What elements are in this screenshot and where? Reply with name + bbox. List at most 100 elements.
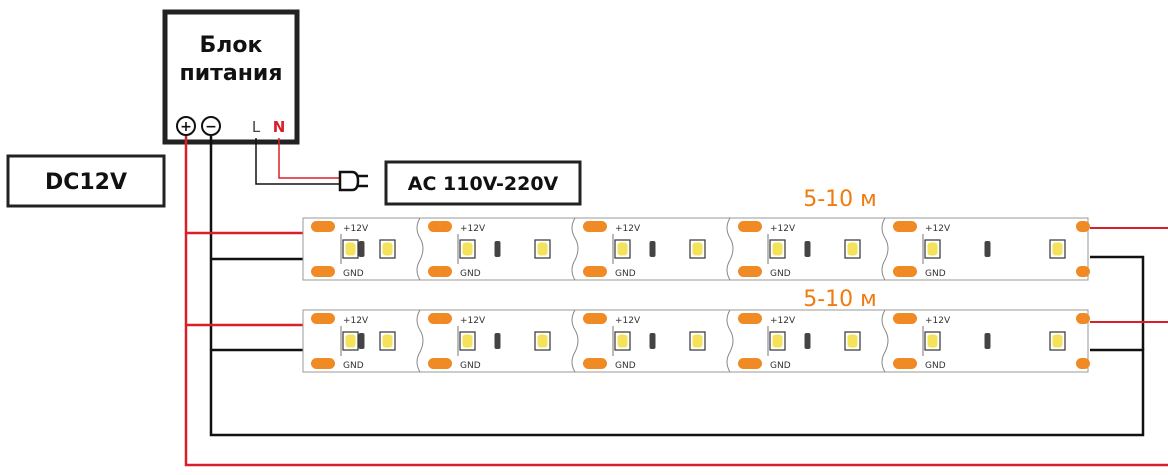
led-emitter xyxy=(537,334,548,348)
strip-gnd-label: GND xyxy=(460,361,481,371)
cut-line xyxy=(416,309,424,373)
resistor-icon xyxy=(984,241,991,257)
led-emitter xyxy=(927,242,938,256)
n-terminal-label: N xyxy=(273,118,286,136)
solder-pad-top xyxy=(893,221,917,232)
strip-gnd-label: GND xyxy=(615,361,636,371)
solder-pad-bottom xyxy=(428,266,452,277)
solder-pad-bottom xyxy=(311,266,335,277)
strip-plus-label: +12V xyxy=(460,316,486,326)
strip-gnd-label: GND xyxy=(460,269,481,279)
plug-icon xyxy=(338,170,368,192)
strip-plus-label: +12V xyxy=(343,316,369,326)
solder-pad-bottom xyxy=(311,358,335,369)
strip-gnd-label: GND xyxy=(343,361,364,371)
led-emitter xyxy=(382,334,393,348)
solder-pad-bottom xyxy=(738,266,762,277)
strip-plus-label: +12V xyxy=(615,316,641,326)
led-emitter xyxy=(692,334,703,348)
minus-terminal-icon xyxy=(201,116,221,136)
resistor-icon xyxy=(358,241,365,257)
resistor-icon xyxy=(649,241,656,257)
end-pad-bottom xyxy=(1076,358,1090,369)
strip-plus-label: +12V xyxy=(615,224,641,234)
ac-label: AC 110V-220V xyxy=(408,173,559,195)
power-supply-title-1: Блок xyxy=(200,33,263,58)
solder-pad-top xyxy=(738,221,762,232)
strip-gnd-label: GND xyxy=(770,361,791,371)
led-strip-2: +12V GND +12V GND +12V GND +12V GND +12V GND xyxy=(302,309,1090,373)
ac-label-box xyxy=(384,160,582,206)
led-emitter xyxy=(927,334,938,348)
end-pad-top xyxy=(1076,221,1090,232)
strip-gnd-label: GND xyxy=(615,269,636,279)
end-pad-top xyxy=(1076,313,1090,324)
resistor-icon xyxy=(649,333,656,349)
resistor-icon xyxy=(494,241,501,257)
led-emitter xyxy=(345,242,356,256)
led-emitter xyxy=(772,334,783,348)
solder-pad-top xyxy=(738,313,762,324)
positive-return-wire xyxy=(184,136,1168,467)
strip-plus-label: +12V xyxy=(343,224,369,234)
negative-return-wire xyxy=(209,136,1145,437)
strip-gnd-label: GND xyxy=(770,269,791,279)
solder-pad-top xyxy=(893,313,917,324)
solder-pad-bottom xyxy=(893,358,917,369)
solder-pad-top xyxy=(311,313,335,324)
strip-gnd-label: GND xyxy=(925,361,946,371)
led-emitter xyxy=(345,334,356,348)
led-emitter xyxy=(847,334,858,348)
power-supply-title-2: питания xyxy=(180,61,283,86)
led-emitter xyxy=(617,334,628,348)
led-emitter xyxy=(537,242,548,256)
solder-pad-bottom xyxy=(428,358,452,369)
solder-pad-top xyxy=(428,221,452,232)
cut-line xyxy=(726,217,734,281)
cut-line xyxy=(416,217,424,281)
resistor-icon xyxy=(984,333,991,349)
resistor-icon xyxy=(804,333,811,349)
led-emitter xyxy=(847,242,858,256)
strip-plus-label: +12V xyxy=(460,224,486,234)
cut-line xyxy=(881,217,889,281)
ac-wire-l xyxy=(255,138,340,185)
led-emitter xyxy=(772,242,783,256)
resistor-icon xyxy=(358,333,365,349)
cut-line xyxy=(726,309,734,373)
l-terminal-label: L xyxy=(252,118,261,136)
led-emitter xyxy=(1052,242,1063,256)
led-emitter xyxy=(462,242,473,256)
strip-gnd-label: GND xyxy=(925,269,946,279)
ac-wire-n xyxy=(278,138,340,179)
led-emitter xyxy=(617,242,628,256)
cut-line xyxy=(571,309,579,373)
strip-plus-label: +12V xyxy=(925,316,951,326)
dc-label-box xyxy=(6,154,166,208)
solder-pad-bottom xyxy=(738,358,762,369)
led-emitter xyxy=(692,242,703,256)
strip-plus-label: +12V xyxy=(925,224,951,234)
strip-plus-label: +12V xyxy=(770,316,796,326)
solder-pad-bottom xyxy=(583,358,607,369)
plus-terminal-symbol: + xyxy=(180,119,192,135)
minus-terminal-symbol: − xyxy=(205,119,217,135)
solder-pad-bottom xyxy=(893,266,917,277)
solder-pad-top xyxy=(583,313,607,324)
negative-return-wire-upper xyxy=(1090,255,1145,350)
led-emitter xyxy=(462,334,473,348)
led-emitter xyxy=(382,242,393,256)
strip1-length-label: 5-10 м xyxy=(803,187,877,212)
solder-pad-top xyxy=(583,221,607,232)
plus-terminal-icon xyxy=(176,116,196,136)
resistor-icon xyxy=(804,241,811,257)
solder-pad-top xyxy=(428,313,452,324)
solder-pad-bottom xyxy=(583,266,607,277)
solder-pad-top xyxy=(311,221,335,232)
strip-plus-label: +12V xyxy=(770,224,796,234)
end-pad-bottom xyxy=(1076,266,1090,277)
led-emitter xyxy=(1052,334,1063,348)
strip2-length-label: 5-10 м xyxy=(803,287,877,312)
